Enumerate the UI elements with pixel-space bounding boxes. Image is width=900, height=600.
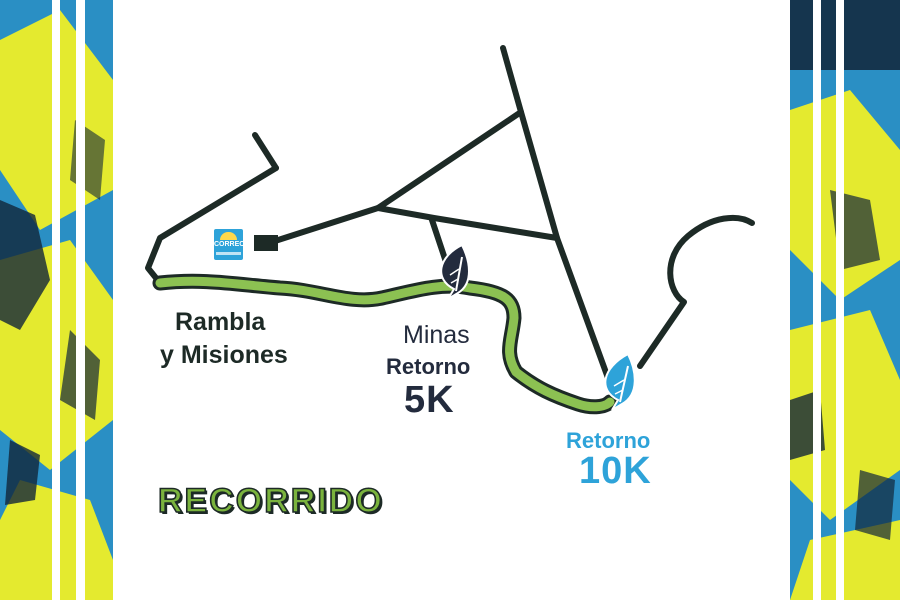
correo-logo: CORREO bbox=[214, 229, 243, 260]
logo-sun-icon bbox=[220, 232, 237, 240]
right-decorative-strip bbox=[790, 0, 900, 600]
turn-5k-distance: 5K bbox=[404, 379, 455, 421]
street-diagonal bbox=[375, 109, 524, 211]
start-label-line1: Rambla bbox=[175, 308, 266, 336]
street-east bbox=[637, 214, 755, 369]
right-strip-graphic bbox=[790, 0, 900, 600]
logo-text: CORREO bbox=[214, 241, 243, 248]
race-route bbox=[155, 276, 615, 412]
turn-10k-distance: 10K bbox=[579, 450, 652, 492]
logo-underline bbox=[216, 252, 241, 255]
turn-10k-label: Retorno bbox=[566, 428, 651, 453]
leaf-pin-icon bbox=[440, 243, 470, 300]
left-decorative-strip bbox=[0, 0, 113, 600]
left-strip-graphic bbox=[0, 0, 113, 600]
turn-5k-label: Retorno bbox=[386, 354, 471, 379]
leaf-pin-icon bbox=[604, 352, 636, 411]
street-network bbox=[145, 45, 755, 381]
street-main bbox=[272, 205, 560, 244]
start-box-icon bbox=[254, 235, 278, 251]
street-label-minas: Minas bbox=[403, 321, 470, 349]
page-title: RECORRIDO bbox=[157, 482, 384, 520]
street-minas bbox=[429, 217, 449, 265]
start-label-line2: y Misiones bbox=[160, 341, 288, 369]
street-coast bbox=[252, 132, 279, 171]
street-coast bbox=[145, 165, 279, 286]
street-long bbox=[500, 45, 611, 381]
